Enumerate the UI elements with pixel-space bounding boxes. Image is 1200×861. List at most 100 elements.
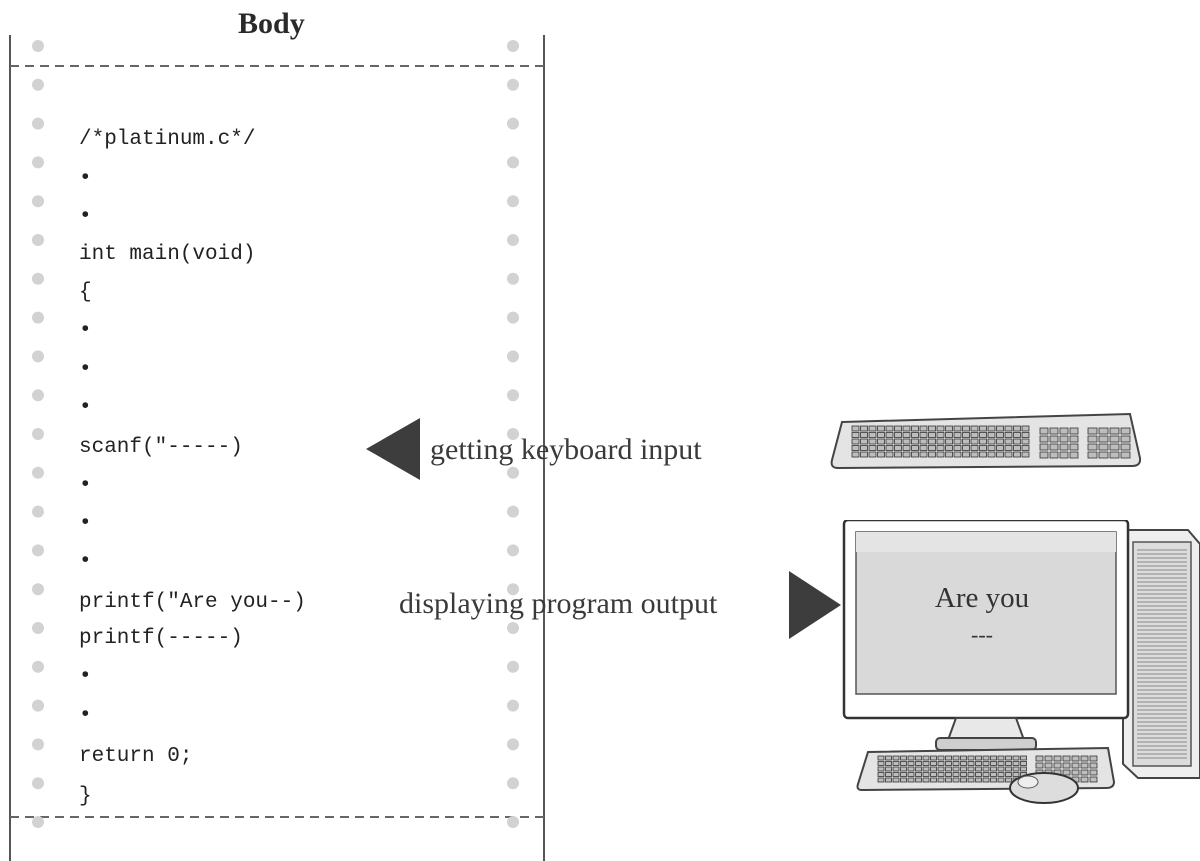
keyboard-key <box>1098 427 1109 435</box>
keyboard-key <box>975 772 982 777</box>
keyboard-key <box>945 432 953 438</box>
keyboard-key <box>952 777 960 783</box>
keyboard-key <box>885 432 894 438</box>
keyboard-key <box>1021 445 1030 451</box>
keyboard-key <box>953 445 962 451</box>
code-line: • <box>79 205 92 228</box>
keyboard-key <box>952 772 960 777</box>
keyboard-key <box>952 761 960 766</box>
keyboard-key <box>952 755 960 761</box>
keyboard-key <box>1087 443 1098 451</box>
keyboard-key <box>877 445 885 451</box>
keyboard-key <box>892 777 900 783</box>
keyboard-key <box>1053 755 1062 762</box>
keyboard-key <box>945 755 952 761</box>
keyboard-key <box>1089 762 1098 769</box>
perforation-hole <box>507 350 519 363</box>
perforation-hole <box>507 311 519 324</box>
keyboard-key <box>990 777 997 783</box>
keyboard-key <box>1120 451 1131 459</box>
perforation-hole <box>507 78 519 91</box>
keyboard-key <box>945 777 952 783</box>
keyboard-key <box>907 777 915 783</box>
perforation-hole <box>32 117 44 130</box>
keyboard-key <box>922 755 930 761</box>
keyboard-key <box>1109 427 1120 435</box>
keyboard-key <box>936 425 945 432</box>
keyboard-key <box>1021 438 1030 445</box>
keyboard-key <box>936 438 945 445</box>
code-line: scanf("-----) <box>79 436 243 459</box>
keyboard-key <box>1039 443 1049 451</box>
keyboard-key <box>877 766 885 772</box>
keyboard-key <box>885 451 894 458</box>
keyboard-key <box>885 445 894 451</box>
keyboard-key <box>1039 435 1049 443</box>
keyboard-key <box>1004 451 1013 458</box>
code-line: return 0; <box>79 745 193 768</box>
perforation-hole <box>32 505 44 518</box>
perforation-hole <box>32 78 44 91</box>
keyboard-key <box>970 432 979 438</box>
keyboard-key <box>1005 772 1012 777</box>
keyboard-key <box>851 425 860 432</box>
keyboard-key <box>1071 769 1080 776</box>
keyboard-key <box>997 777 1005 783</box>
code-line: • <box>79 512 92 535</box>
perforation-hole <box>507 660 519 673</box>
keyboard-key <box>970 451 979 458</box>
keyboard-key <box>1080 769 1089 776</box>
keyboard-key <box>997 755 1005 761</box>
keyboard-key <box>937 755 945 761</box>
keyboard-key <box>900 755 907 761</box>
code-line: /*platinum.c*/ <box>79 128 256 151</box>
code-line: • <box>79 704 92 727</box>
keyboard-key <box>892 761 900 766</box>
keyboard-key <box>937 766 945 772</box>
keyboard-key <box>915 777 922 783</box>
keyboard-key <box>885 425 894 432</box>
keyboard-key <box>962 425 970 432</box>
monitor <box>842 520 1130 751</box>
keyboard-key <box>1013 438 1021 445</box>
keyboard-key <box>1039 451 1049 459</box>
perforation-hole <box>507 428 519 440</box>
perforation-hole <box>32 816 44 828</box>
code-line: • <box>79 358 92 381</box>
keyboard-key <box>1109 435 1120 443</box>
keyboard-key <box>1087 427 1098 435</box>
keyboard-key <box>1044 755 1053 762</box>
keyboard-key <box>877 432 885 438</box>
keyboard-key <box>1039 427 1049 435</box>
perforation-hole <box>32 583 44 596</box>
keyboard-key <box>1059 451 1069 459</box>
keyboard-key <box>892 772 900 777</box>
keyboard-key <box>953 451 962 458</box>
keyboard-key <box>894 425 902 432</box>
computer-tower <box>1122 529 1200 779</box>
keyboard-key <box>885 761 892 766</box>
perforation-hole <box>32 40 44 52</box>
keyboard-key <box>915 772 922 777</box>
keyboard-key <box>987 445 996 451</box>
perforation-hole <box>32 156 44 169</box>
perforation-hole <box>32 272 44 285</box>
code-line: int main(void) <box>79 243 256 266</box>
keyboard-key <box>877 761 885 766</box>
perforation-hole <box>507 117 519 130</box>
keyboard-key <box>1069 451 1079 459</box>
keyboard-key <box>975 761 982 766</box>
keyboard-key <box>937 777 945 783</box>
keyboard-key <box>990 755 997 761</box>
keyboard-key <box>928 432 936 438</box>
monitor-text-line1: Are you <box>934 582 1030 614</box>
keyboard-key <box>911 425 919 432</box>
perforation-hole <box>507 40 519 52</box>
keyboard-key <box>851 432 860 438</box>
keyboard-key <box>1087 435 1098 443</box>
keyboard-key <box>911 451 919 458</box>
body-title: Body <box>238 7 305 40</box>
perforation-hole <box>32 311 44 324</box>
keyboard-key <box>928 425 936 432</box>
code-line: • <box>79 396 92 419</box>
